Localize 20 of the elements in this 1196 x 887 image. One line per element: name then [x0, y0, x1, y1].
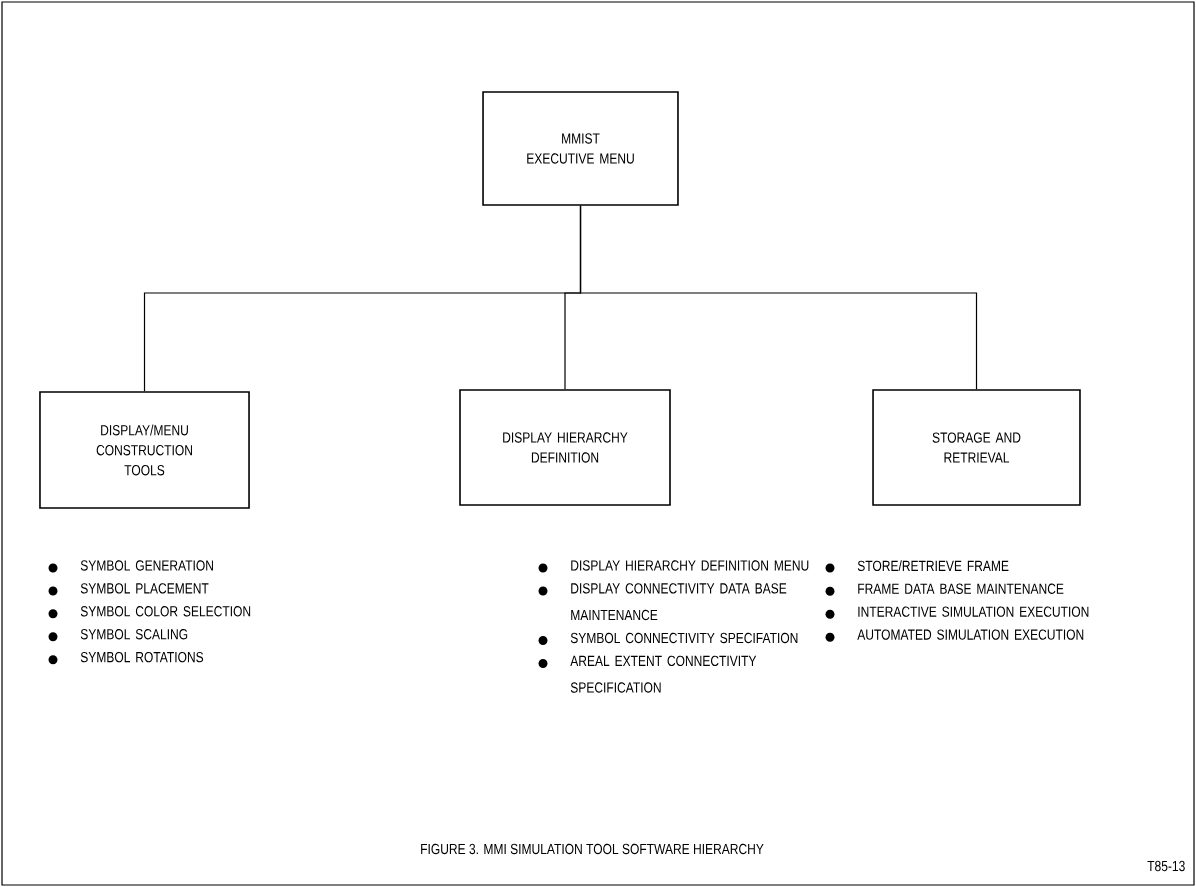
- bullet-item: SYMBOL COLOR SELECTION: [48, 606, 251, 619]
- bullet-item: AUTOMATED SIMULATION EXECUTION: [825, 629, 1084, 642]
- connector-line: [579, 205, 978, 390]
- menu-box: STORAGE AND RETRIEVAL: [872, 389, 1081, 506]
- menu-box: DISPLAY HIERARCHY DEFINITION: [459, 389, 671, 506]
- bullet-item: SYMBOL ROTATIONS: [48, 651, 204, 665]
- bullet-item: AREAL EXTENT CONNECTIVITY SPECIFICATION: [538, 655, 757, 693]
- bullet-item: INTERACTIVE SIMULATION EXECUTION: [825, 606, 1089, 619]
- bullet-item: SYMBOL SCALING: [48, 629, 188, 642]
- menu-box: DISPLAY/MENU CONSTRUCTION TOOLS: [39, 391, 250, 509]
- bullet-item: STORE/RETRIEVE FRAME: [825, 560, 1009, 573]
- bullet-item: SYMBOL GENERATION: [48, 560, 213, 573]
- bullet-item: SYMBOL CONNECTIVITY SPECIFATION: [538, 632, 798, 645]
- bullet-item: FRAME DATA BASE MAINTENANCE: [825, 583, 1064, 596]
- bullet-item: DISPLAY CONNECTIVITY DATA BASE MAINTENANCE: [538, 583, 787, 621]
- figure-code: T85-13: [1147, 860, 1185, 872]
- figure-caption: FIGURE 3. MMI SIMULATION TOOL SOFTWARE HIERARCHY: [421, 843, 764, 855]
- menu-box: MMIST EXECUTIVE MENU: [482, 91, 679, 206]
- bullet-item: SYMBOL PLACEMENT: [48, 583, 209, 596]
- bullet-item: DISPLAY HIERARCHY DEFINITION MENU: [538, 560, 809, 573]
